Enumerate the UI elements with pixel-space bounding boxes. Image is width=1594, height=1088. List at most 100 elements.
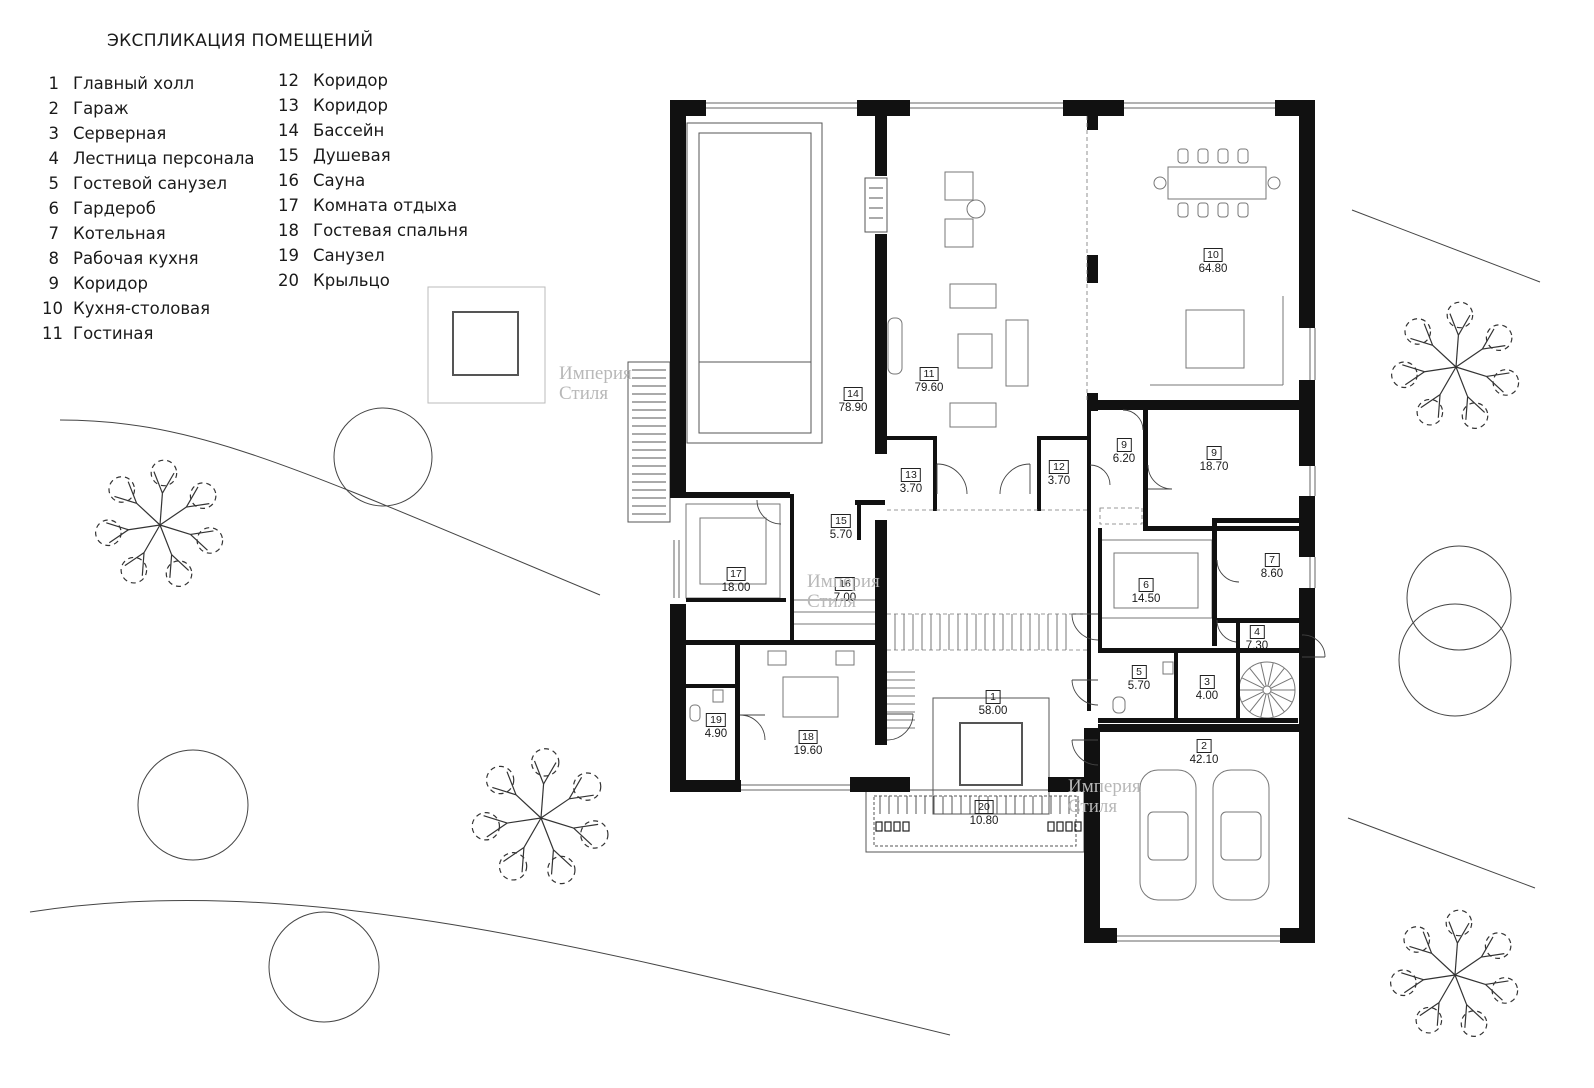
tree-foliage xyxy=(95,519,122,547)
tree-twig xyxy=(492,786,517,796)
tree-twig xyxy=(1464,1004,1468,1028)
legend-item-number: 4 xyxy=(48,149,60,168)
legend-item-number: 20 xyxy=(278,271,299,290)
room-number: 4 xyxy=(1249,625,1265,639)
legend-item-name: Коридор xyxy=(313,71,388,90)
watermark-line-1: Империя xyxy=(1068,776,1141,797)
legend-item-number: 6 xyxy=(48,199,60,218)
watermark: Империя Стиля xyxy=(807,572,880,612)
tree-branch xyxy=(1455,366,1487,378)
tree-branch xyxy=(1432,344,1457,368)
tree-twig xyxy=(124,552,145,567)
legend-item-number: 10 xyxy=(42,299,63,318)
legend-item-name: Бассейн xyxy=(313,121,385,140)
legend-item-number: 2 xyxy=(48,99,60,118)
legend-item: 14 Бассейн xyxy=(277,118,468,143)
tree-foliage xyxy=(1491,977,1519,1004)
legend-item-number: 15 xyxy=(278,146,299,165)
tree-twig xyxy=(169,554,173,578)
watermark-line-1: Империя xyxy=(559,363,632,384)
tree-twig xyxy=(1486,375,1504,393)
legend-item-name: Гостиная xyxy=(73,324,154,343)
tree-foliage xyxy=(485,765,515,795)
tree-twig xyxy=(1437,394,1441,418)
path-curve-upper xyxy=(59,419,601,596)
tree-twig xyxy=(153,471,163,494)
spiral-step xyxy=(1269,667,1285,688)
legend-item-name: Коридор xyxy=(313,96,388,115)
room-number: 7 xyxy=(1264,553,1280,567)
tree-foliage xyxy=(189,482,217,509)
legend-item-number: 7 xyxy=(48,224,60,243)
tree-twig xyxy=(108,529,129,544)
tree xyxy=(1391,301,1520,429)
furniture xyxy=(685,148,1296,901)
room-area: 18.00 xyxy=(721,582,751,594)
porch-benches xyxy=(875,821,1082,832)
legend-item-name: Гараж xyxy=(73,99,129,118)
tree-twig xyxy=(1466,1004,1485,1021)
tree-foliage xyxy=(572,772,602,801)
tree-branch xyxy=(128,524,161,531)
spiral-step xyxy=(1270,677,1293,689)
legend-item-name: Санузел xyxy=(313,246,385,265)
legend-item-name: Гостевой санузел xyxy=(73,174,227,193)
windows xyxy=(673,102,1316,942)
room-number: 2 xyxy=(1196,739,1212,753)
legend-item: 19 Санузел xyxy=(277,243,468,268)
tree-foliage xyxy=(196,527,224,554)
legend-item-number: 5 xyxy=(48,174,60,193)
tree-branch xyxy=(143,524,161,553)
legend-item-number: 19 xyxy=(278,246,299,265)
tree-twig xyxy=(1449,313,1459,336)
landscape xyxy=(29,209,1541,1036)
tree-twig xyxy=(1485,980,1509,986)
tree-foliage xyxy=(120,556,148,584)
room-number: 14 xyxy=(843,387,863,401)
room-number: 1 xyxy=(985,690,1001,704)
tree-foliage xyxy=(150,459,178,487)
tree-twig xyxy=(1486,372,1510,378)
room-number: 9 xyxy=(1116,438,1132,452)
room-area: 7.00 xyxy=(833,592,857,604)
tree-branch xyxy=(1454,974,1468,1005)
tree-branch xyxy=(1454,943,1459,976)
watermark: Империя Стиля xyxy=(559,364,632,404)
room-number: 3 xyxy=(1199,675,1215,689)
legend-item-name: Душевая xyxy=(313,146,391,165)
tree-twig xyxy=(190,533,208,551)
legend-item-number: 18 xyxy=(278,221,299,240)
spiral-step xyxy=(1241,691,1264,703)
legend-item-name: Гардероб xyxy=(73,199,156,218)
tree-foliage xyxy=(530,748,560,777)
pool xyxy=(686,122,888,444)
tree-branch xyxy=(540,817,554,850)
tree-twig xyxy=(1481,328,1495,350)
tree-twig xyxy=(1436,1002,1440,1026)
legend-item-number: 14 xyxy=(278,121,299,140)
tree xyxy=(471,748,609,885)
room-area: 42.10 xyxy=(1189,754,1219,766)
tree-branch xyxy=(540,783,545,819)
shrub xyxy=(1406,545,1512,651)
tree-twig xyxy=(506,771,517,796)
tree-twig xyxy=(1485,983,1503,1001)
path-curve-lower xyxy=(29,899,951,1036)
tree-foliage xyxy=(1460,1010,1488,1037)
tree-branch xyxy=(136,502,161,526)
legend-title: ЭКСПЛИКАЦИЯ ПОМЕЩЕНИЙ xyxy=(107,31,374,51)
watermark: Империя Стиля xyxy=(1068,777,1141,817)
